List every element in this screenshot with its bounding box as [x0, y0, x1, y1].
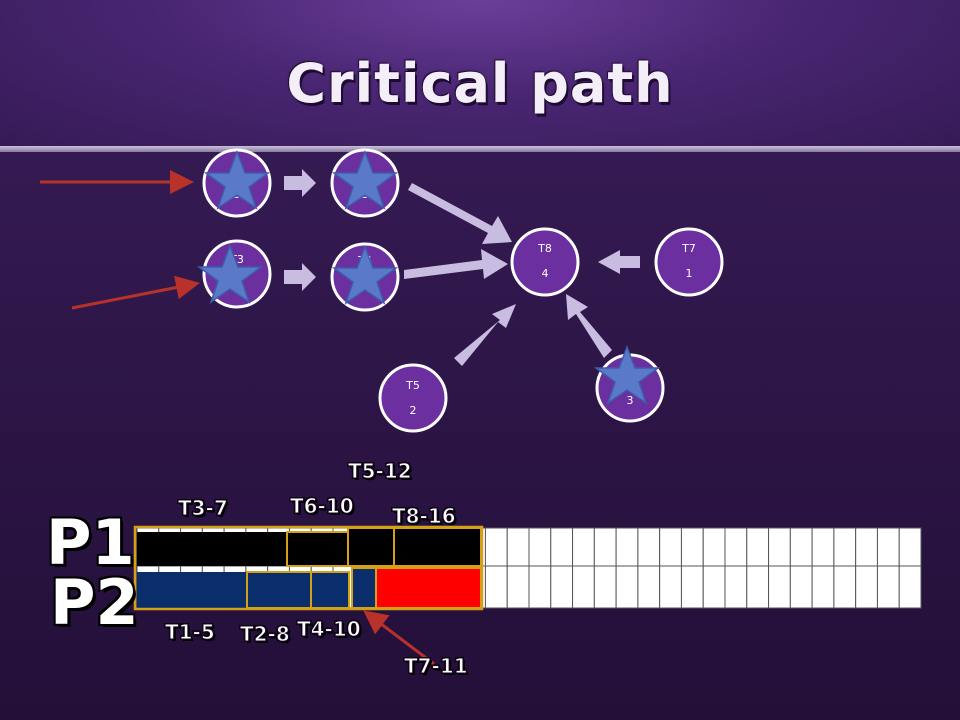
arrow-t6-t8: [566, 294, 612, 358]
svg-text:1: 1: [686, 267, 693, 280]
p1-timeline-cell: [572, 527, 595, 567]
p2-task-blocks: [137, 567, 482, 609]
p1-block-t8: [393, 527, 482, 567]
p2-timeline-cell: [833, 565, 857, 609]
p2-timeline-cell: [593, 565, 617, 609]
p2-timeline-cell: [659, 565, 682, 609]
p2-timeline-cell: [876, 565, 900, 609]
slide-body: [0, 152, 960, 720]
critical-star-icon: [331, 149, 399, 210]
critical-star-icon: [593, 344, 661, 405]
p1-timeline-cell: [484, 527, 508, 567]
node-t6: T6 3: [593, 344, 665, 423]
arrow-t2-t8: [408, 183, 512, 244]
p2-timeline-cell: [746, 565, 770, 609]
svg-text:4: 4: [542, 267, 549, 280]
svg-text:3: 3: [627, 394, 634, 407]
p1-timeline-cell: [593, 527, 617, 567]
p1-timeline-cell: [768, 527, 791, 567]
p1-timeline-cell: [898, 527, 922, 567]
p1-timeline-cell: [506, 527, 530, 567]
t7-pointer-arrow: [363, 610, 435, 666]
p2-timeline-cell: [550, 565, 574, 609]
processor-label-p1: P1: [46, 506, 135, 579]
critical-star-icon: [196, 243, 264, 304]
p2-timeline-cell: [637, 565, 661, 609]
node-t4: T4 2: [330, 242, 400, 312]
entry-arrow-t3: [71, 275, 200, 310]
used-area-outline: [133, 525, 484, 611]
p2-block-t4: [310, 571, 350, 609]
p1-block-t5: [347, 527, 395, 567]
p2-block-t1: [137, 572, 247, 608]
processor-label-p2: P2: [50, 566, 139, 639]
p1-timeline-cell: [855, 527, 878, 567]
p1-timeline-cell: [637, 527, 661, 567]
p1-block-t3: [137, 532, 287, 566]
node-t2: T2 3: [330, 148, 400, 218]
p2-block-t8: [375, 567, 482, 609]
p2-timeline-cell: [789, 565, 813, 609]
p1-block-t6: [286, 531, 349, 567]
p2-timeline-cell: [702, 565, 726, 609]
p2-timeline-cell: [680, 565, 704, 609]
header-banner: [0, 0, 960, 148]
p2-block-t7: [351, 567, 377, 609]
label-t5: T5-12: [348, 459, 413, 484]
p2-timeline-cell: [572, 565, 595, 609]
label-t4: T4-10: [297, 617, 362, 642]
critical-star-icon: [203, 149, 271, 210]
node-t8: T8 4: [510, 227, 580, 297]
p1-timeline-cell: [746, 527, 770, 567]
label-t1: T1-5: [165, 620, 216, 645]
p2-timeline-cell: [724, 565, 748, 609]
critical-star-icon: [331, 244, 399, 305]
p2-timeline-cell: [528, 565, 552, 609]
slide-title: Critical path: [286, 52, 674, 115]
p2-timeline-cell: [615, 565, 639, 609]
svg-text:T7: T7: [681, 242, 696, 255]
p1-timeline-cell: [680, 527, 704, 567]
p1-timeline-cell: [550, 527, 574, 567]
label-t8: T8-16: [392, 504, 457, 529]
p2-timeline-cell: [855, 565, 878, 609]
p1-timeline-cell: [811, 527, 835, 567]
p1-timeline-cell: [528, 527, 552, 567]
label-t3: T3-7: [178, 496, 229, 521]
p1-timeline-cell: [615, 527, 639, 567]
p1-timeline-cell: [659, 527, 682, 567]
label-t6: T6-10: [290, 494, 355, 519]
p1-timeline-cell: [724, 527, 748, 567]
p2-timeline-cell: [811, 565, 835, 609]
arrow-t7-t8: [598, 250, 640, 274]
p1-timeline-cell: [833, 527, 857, 567]
p2-timeline-cell: [484, 565, 508, 609]
p2-block-t2: [246, 571, 312, 609]
label-t7: T7-11: [404, 654, 469, 679]
arrow-t5-t8: [454, 304, 516, 366]
p1-timeline-cell: [789, 527, 813, 567]
node-t5: T5 2: [378, 363, 448, 433]
p1-timeline-cell: [876, 527, 900, 567]
node-t7: T7 1: [654, 227, 724, 297]
p2-timeline-cell: [898, 565, 922, 609]
p1-task-blocks: [137, 527, 482, 567]
arrow-t4-t8: [404, 249, 508, 279]
dependency-arrows: [284, 169, 640, 366]
node-t1: T1 5: [202, 148, 272, 218]
node-t3: T3 7: [196, 239, 272, 309]
header-divider: [0, 146, 960, 152]
svg-text:T5: T5: [405, 379, 420, 392]
p1-timeline-cell: [702, 527, 726, 567]
p2-timeline-cell: [506, 565, 530, 609]
svg-text:T8: T8: [537, 242, 552, 255]
p2-timeline-cell: [768, 565, 791, 609]
arrow-t1-t2: [284, 169, 316, 197]
arrow-t3-t4: [284, 263, 316, 291]
label-t2: T2-8: [240, 622, 291, 647]
svg-text:2: 2: [410, 404, 417, 417]
